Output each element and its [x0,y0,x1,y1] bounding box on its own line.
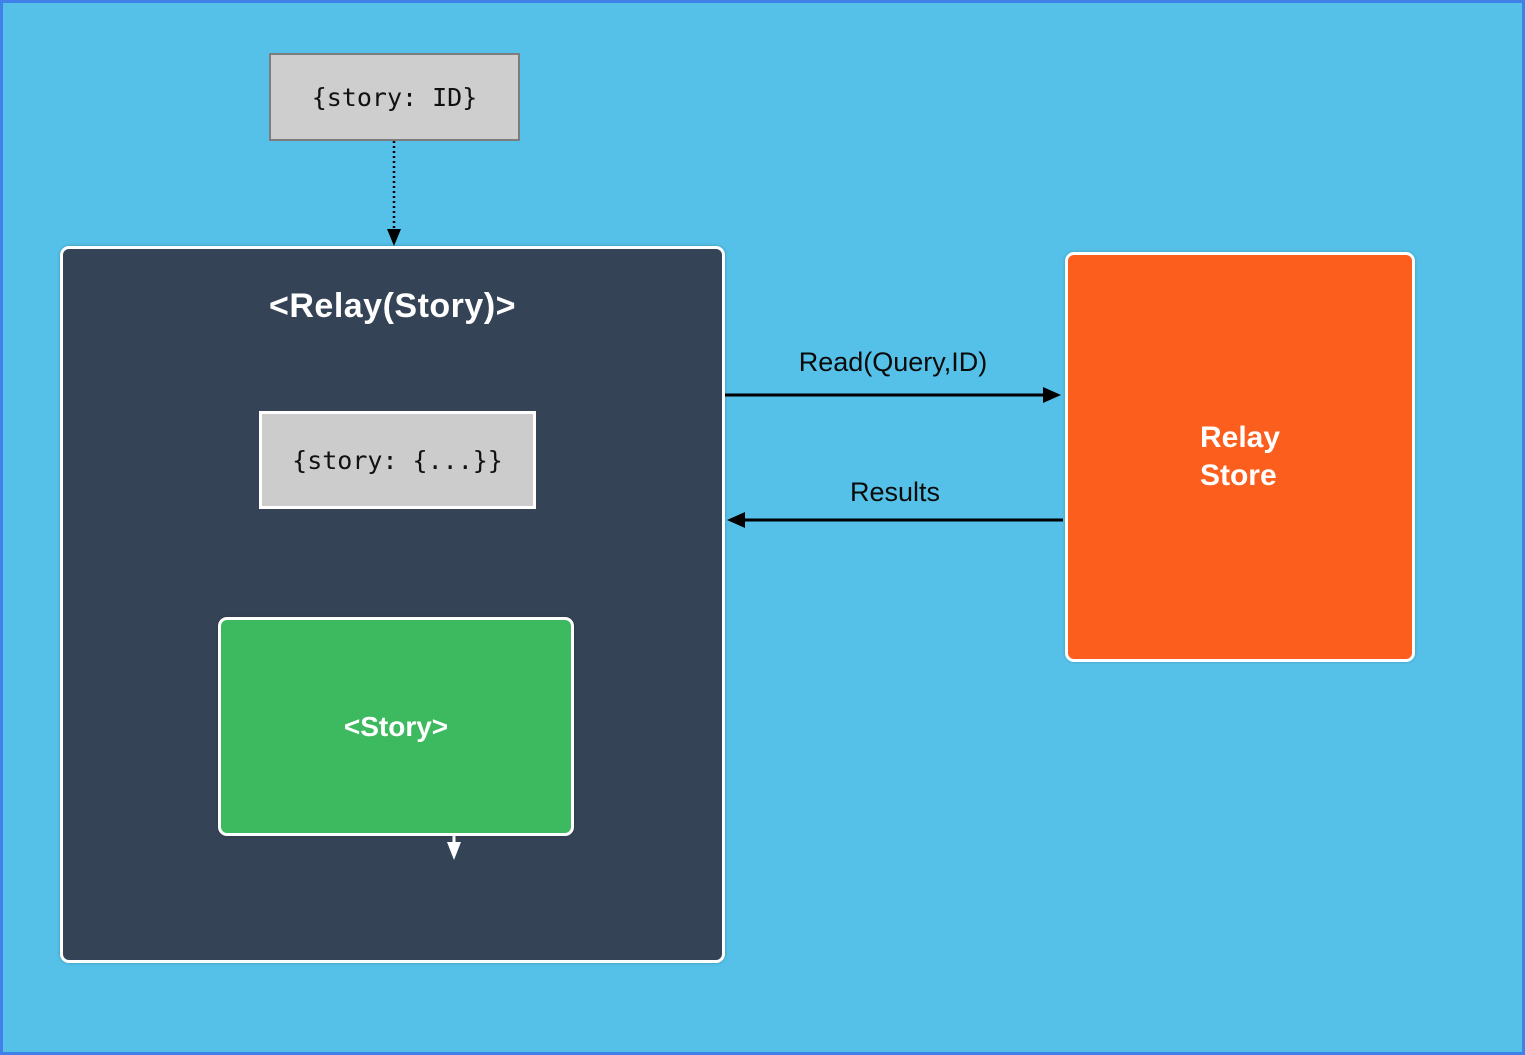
state-box-label: {story: {...}} [292,445,503,475]
relay-store-title: Relay Store [1200,419,1280,495]
story-box-label: <Story> [343,710,449,742]
state-box: {story: {...}} [259,411,536,509]
arrow-down-dotted-icon [387,141,401,246]
relay-store-title-line2: Store [1199,459,1277,492]
read-edge-label: Read(Query,ID) [798,347,988,377]
relay-container-title: <Relay(Story)> [269,287,516,325]
props-box-label: {story: ID} [311,82,478,112]
results-edge-label: Results [849,477,941,507]
relay-store-box: Relay Store [1065,252,1415,662]
arrow-left-icon [727,512,1063,528]
story-box: <Story> [218,617,574,836]
arrow-right-icon [725,387,1061,403]
props-box: {story: ID} [269,53,520,141]
relay-container: <Relay(Story)> {story: {...}} <Story> [60,246,725,963]
relay-store-title-line1: Relay [1199,421,1281,454]
